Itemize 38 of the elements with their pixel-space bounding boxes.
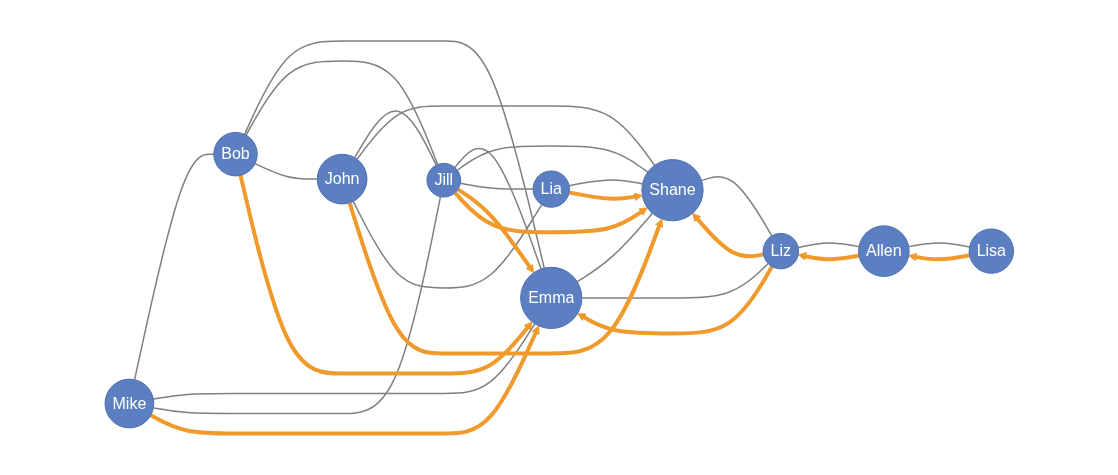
arrow: [456, 187, 534, 274]
arrow: [691, 213, 764, 259]
arrow: [568, 190, 643, 202]
node-circle: Bob: [213, 132, 258, 177]
node-circle: John: [316, 154, 368, 205]
connector: [152, 323, 536, 401]
arrow: [238, 175, 533, 376]
node-circle: Liz: [762, 233, 799, 270]
arrow: [149, 325, 540, 436]
arrow: [908, 252, 970, 262]
node-circle: Shane: [641, 159, 704, 222]
node-circle: Emma: [519, 267, 583, 330]
arrow: [347, 202, 663, 356]
connector: [797, 242, 860, 249]
connector: [245, 60, 439, 166]
connector: [356, 105, 656, 167]
connector: [152, 196, 441, 415]
connector: [353, 110, 437, 167]
connector: [576, 212, 653, 283]
arrow: [453, 191, 648, 235]
connector: [243, 40, 545, 270]
connector: [907, 242, 971, 248]
connector: [456, 145, 649, 174]
connector: [133, 153, 215, 381]
arrow: [797, 252, 860, 262]
connector: [453, 148, 542, 270]
node-circle: Jill: [426, 163, 461, 198]
connector: [580, 263, 769, 299]
arrow: [576, 265, 774, 336]
connector: [568, 179, 643, 187]
connector: [700, 176, 773, 237]
connector: [254, 163, 318, 181]
node-circle: Allen: [857, 225, 910, 278]
connector: [352, 200, 543, 289]
node-circle: Lisa: [968, 228, 1014, 275]
connector: [459, 182, 534, 191]
node-circle: Mike: [104, 378, 155, 429]
node-circle: Lia: [532, 170, 570, 208]
